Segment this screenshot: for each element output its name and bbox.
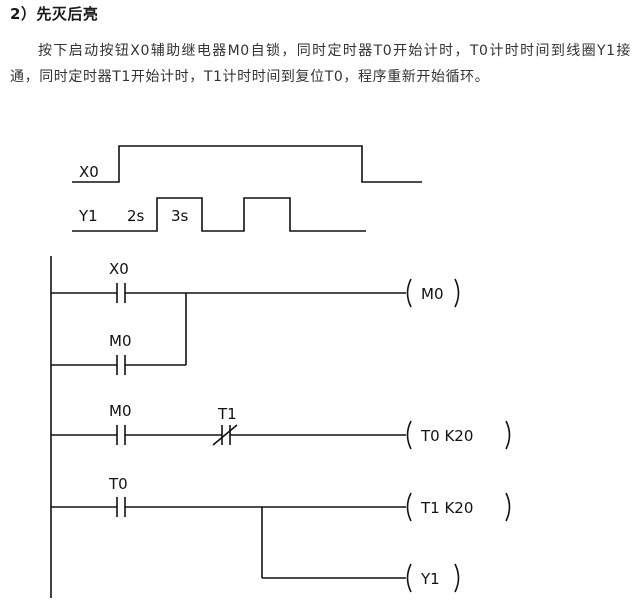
- rung3-coil-y1-label: Y1: [420, 570, 440, 588]
- rung2-contact-m0-label: M0: [109, 402, 132, 420]
- ladder-diagram: X0 M0 M0 M0: [50, 256, 511, 598]
- rung3-coil-t1: T1 K20: [406, 492, 511, 522]
- rung2-contact-m0: [51, 425, 222, 445]
- rung2-contact-t1-nc: [212, 424, 406, 446]
- rung1-coil-m0-label: M0: [421, 285, 444, 303]
- rung-2: M0 T1 T0 K20: [51, 402, 511, 450]
- rung1-contact-x0: [51, 283, 406, 303]
- timing-x0-label: X0: [79, 163, 99, 181]
- rung3-contact-t0-label: T0: [108, 475, 128, 493]
- rung2-coil-t0: T0 K20: [406, 420, 511, 450]
- timing-off-time-label: 2s: [127, 207, 145, 225]
- rung1-contact-m0: [51, 293, 187, 375]
- section-heading: 2）先灭后亮: [10, 5, 99, 23]
- rung3-coil-y1: Y1: [406, 563, 460, 593]
- rung3-contact-t0: [51, 497, 406, 579]
- rung-1: X0 M0 M0: [51, 260, 460, 375]
- rung1-contact-m0-label: M0: [109, 332, 132, 350]
- rung3-coil-t1-label: T1 K20: [420, 499, 473, 517]
- rung1-coil-m0: M0: [406, 278, 460, 308]
- rung1-contact-x0-label: X0: [109, 260, 129, 278]
- timing-y1-label: Y1: [78, 207, 98, 225]
- rung-3: T0 T1 K20 Y1: [51, 475, 511, 593]
- x0-waveform: [72, 145, 422, 183]
- timing-on-time-label: 3s: [171, 207, 189, 225]
- y1-waveform: [72, 197, 366, 232]
- rung2-coil-t0-label: T0 K20: [420, 427, 473, 445]
- description-paragraph: 按下启动按钮X0辅助继电器M0自锁，同时定时器T0开始计时，T0计时时间到线圈Y…: [10, 43, 631, 85]
- rung2-contact-t1-label: T1: [217, 405, 237, 423]
- timing-diagram: X0 Y1 2s 3s: [72, 145, 422, 232]
